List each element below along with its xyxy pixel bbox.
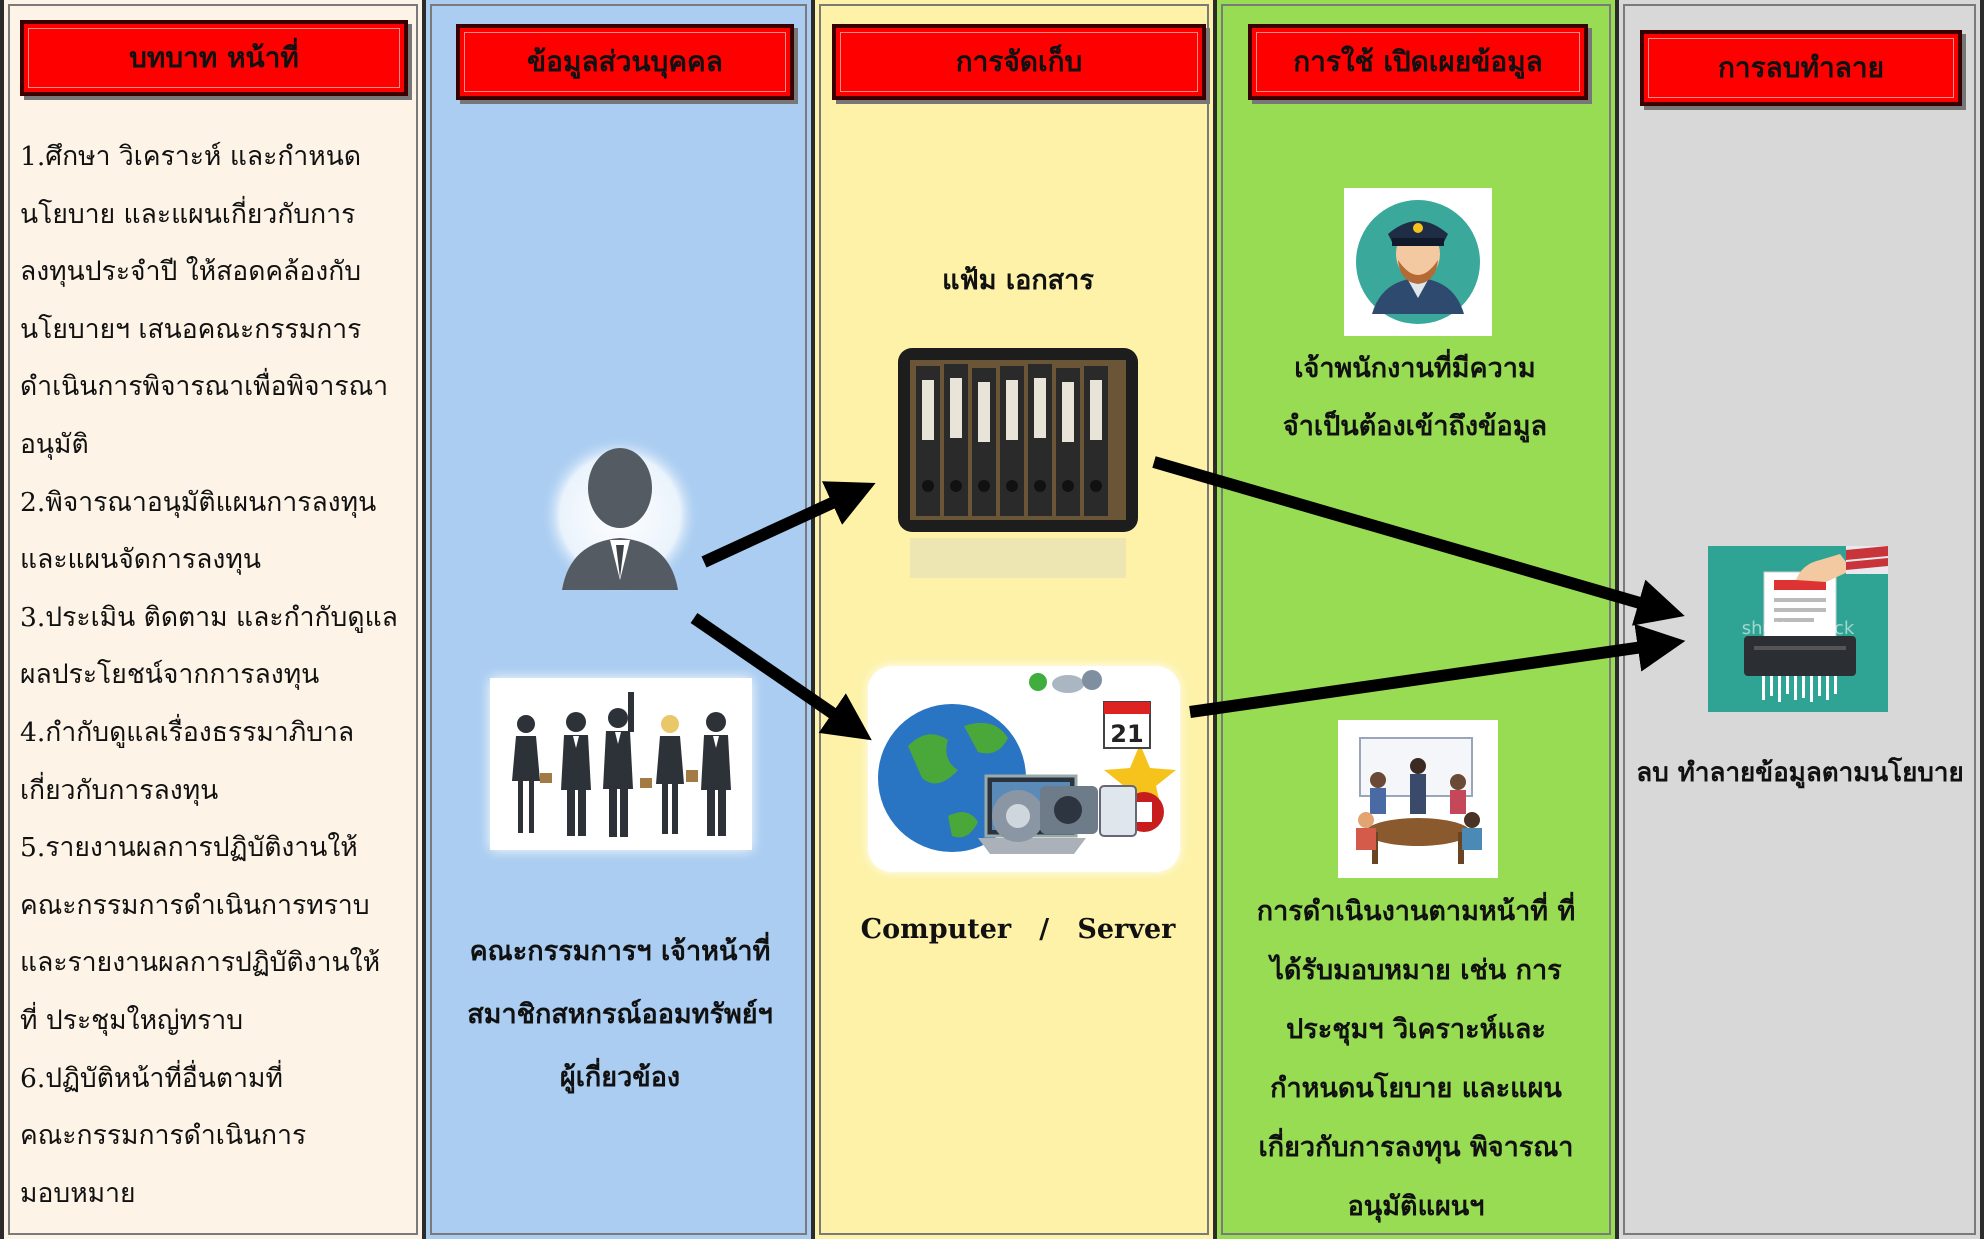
officer-caption-line: เจ้าพนักงานที่มีความ	[1294, 353, 1536, 384]
duty-caption-line: ประชุมฯ วิเคราะห์และ	[1286, 1014, 1546, 1045]
roles-line: ดำเนินการพิจารณาเพื่อพิจารณา	[20, 371, 389, 403]
business-team-icon	[490, 678, 752, 850]
roles-header: บทบาท หน้าที่	[20, 20, 408, 96]
duty-caption-line: อนุมัติแผนฯ	[1347, 1191, 1485, 1222]
svg-text:21: 21	[1110, 720, 1143, 748]
roles-line: 6.ปฏิบัติหน้าที่อื่นตามที่	[20, 1062, 283, 1094]
roles-line: 4.กำกับดูแลเรื่องธรรมาภิบาล	[20, 716, 355, 748]
duty-caption-line: ได้รับมอบหมาย เช่น การ	[1270, 955, 1562, 986]
roles-line: และแผนจัดการลงทุน	[20, 544, 261, 576]
personal-caption-line: ผู้เกี่ยวข้อง	[559, 1062, 681, 1093]
officer-caption-line: จำเป็นต้องเข้าถึงข้อมูล	[1282, 411, 1548, 442]
roles-line: นโยบาย และแผนเกี่ยวกับการ	[20, 198, 356, 230]
roles-line: อนุมัติ	[20, 428, 89, 460]
roles-line: เกี่ยวกับการลงทุน	[20, 774, 219, 806]
roles-line: ลงทุนประจำปี ให้สอดคล้องกับ	[20, 256, 362, 288]
storage-header: การจัดเก็บ	[832, 24, 1206, 100]
roles-line: คณะกรรมการดำเนินการทราบ	[20, 889, 370, 921]
shredder-watermark: shutterstock	[1742, 618, 1855, 639]
roles-line: คณะกรรมการดำเนินการ	[20, 1120, 307, 1152]
roles-line: 5.รายงานผลการปฏิบัติงานให้	[20, 832, 358, 864]
duty-caption-line: เกี่ยวกับการลงทุน พิจารณา	[1258, 1132, 1574, 1163]
roles-line: นโยบายฯ เสนอคณะกรรมการ	[20, 313, 362, 345]
security-guard-icon	[1344, 188, 1492, 336]
roles-line: และรายงานผลการปฏิบัติงานให้	[20, 947, 381, 979]
duty-caption: การดำเนินงานตามหน้าที่ ที่ ได้รับมอบหมาย…	[1224, 882, 1608, 1236]
binders-icon	[896, 346, 1140, 590]
roles-line: 3.ประเมิน ติดตาม และกำกับดูแล	[20, 601, 398, 633]
destroy-header: การลบทำลาย	[1640, 30, 1962, 106]
meeting-icon	[1338, 720, 1498, 878]
person-silhouette-icon	[540, 430, 700, 595]
roles-column	[0, 0, 426, 1239]
storage-column	[811, 0, 1217, 1239]
personal-caption-line: คณะกรรมการฯ เจ้าหน้าที่	[469, 936, 771, 967]
personal-data-header: ข้อมูลส่วนบุคคล	[456, 24, 794, 100]
file-label: แฟ้ม เอกสาร	[942, 265, 1094, 296]
computer-server-label: Computer / Server	[860, 914, 1176, 945]
usage-header: การใช้ เปิดเผยข้อมูล	[1248, 24, 1588, 100]
roles-line: 1.ศึกษา วิเคราะห์ และกำหนด	[20, 141, 362, 172]
paper-shredder-icon: shutterstock	[1708, 546, 1888, 716]
personal-caption: คณะกรรมการฯ เจ้าหน้าที่ สมาชิกสหกรณ์ออมท…	[440, 920, 800, 1109]
roles-line: มอบหมาย	[20, 1177, 136, 1209]
roles-list: 1.ศึกษา วิเคราะห์ และกำหนด นโยบาย และแผน…	[20, 128, 412, 1222]
duty-caption-line: การดำเนินงานตามหน้าที่ ที่	[1256, 896, 1576, 927]
officer-caption: เจ้าพนักงานที่มีความ จำเป็นต้องเข้าถึงข้…	[1230, 340, 1600, 456]
computer-devices-icon: 21	[868, 666, 1180, 872]
destroy-caption: ลบ ทำลายข้อมูลตามนโยบาย	[1636, 758, 1964, 788]
roles-line: ผลประโยชน์จากการลงทุน	[20, 659, 320, 691]
roles-line: ที่ ประชุมใหญ่ทราบ	[20, 1004, 244, 1036]
roles-line: 2.พิจารณาอนุมัติแผนการลงทุน	[20, 486, 377, 518]
duty-caption-line: กำหนดนโยบาย และแผน	[1270, 1073, 1562, 1104]
personal-caption-line: สมาชิกสหกรณ์ออมทรัพย์ฯ	[467, 999, 773, 1030]
